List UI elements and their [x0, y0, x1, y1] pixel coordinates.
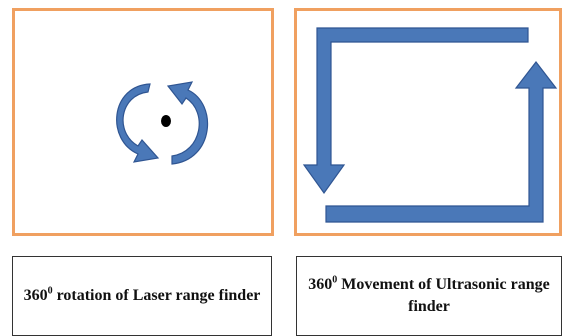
laser-rotation-panel — [12, 8, 274, 236]
caption-degree-mark: 0 — [332, 274, 338, 286]
path-arrow-up-icon — [325, 61, 558, 223]
rectangular-path-arrows-icon — [302, 27, 558, 223]
laser-rotation-caption: 3600 rotation of Laser range finder — [12, 256, 272, 336]
circular-rotation-arrows-icon — [116, 81, 209, 165]
rotation-arrow-right-icon — [166, 81, 209, 165]
laser-rotation-caption-text: 3600 rotation of Laser range finder — [24, 285, 261, 307]
caption-description: rotation of Laser range finder — [52, 287, 261, 304]
caption-degree-mark: 0 — [47, 285, 53, 297]
caption-angle-value: 360 — [23, 287, 48, 304]
path-arrow-down-icon — [302, 27, 529, 195]
caption-description: Movement of Ultrasonic range finder — [337, 276, 550, 315]
ultrasonic-movement-caption: 3600 Movement of Ultrasonic range finder — [296, 256, 562, 336]
ultrasonic-movement-caption-text: 3600 Movement of Ultrasonic range finder — [307, 274, 551, 318]
ultrasonic-movement-panel — [294, 8, 562, 236]
rotation-arrow-left-icon — [116, 83, 160, 163]
pivot-dot-icon — [161, 115, 171, 127]
caption-angle-value: 360 — [308, 276, 333, 293]
